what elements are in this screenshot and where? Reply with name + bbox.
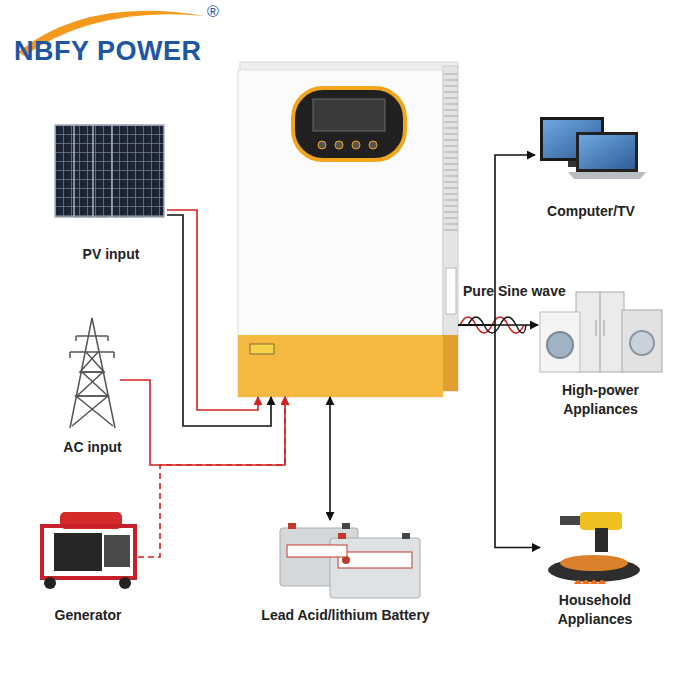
battery-terminal xyxy=(342,523,350,529)
sine-wave xyxy=(468,317,526,333)
power-connector xyxy=(330,397,331,520)
display-button xyxy=(318,141,326,149)
inverter-band-side xyxy=(443,335,458,391)
sine-wave xyxy=(460,317,524,333)
drill-body xyxy=(580,512,622,530)
inverter-band xyxy=(238,335,443,397)
node-caption: PV input xyxy=(51,245,171,264)
wire-line xyxy=(458,155,535,325)
laptop-screen xyxy=(579,135,635,169)
generator-node: Generator xyxy=(38,512,138,587)
display-button xyxy=(352,141,360,149)
tv-stand xyxy=(568,161,576,167)
solar-panel-illustration xyxy=(55,125,164,217)
fridge xyxy=(576,292,624,372)
pan-food xyxy=(560,555,628,571)
stove-flame xyxy=(574,580,606,584)
display-button xyxy=(335,141,343,149)
fridge-doors xyxy=(596,292,604,372)
power-connector xyxy=(458,325,540,548)
wire-line xyxy=(120,380,285,465)
appliance-illustration xyxy=(540,292,662,372)
battery-terminal xyxy=(338,533,346,539)
washer xyxy=(540,312,580,372)
power-connector xyxy=(458,325,538,326)
node-caption: Generator xyxy=(28,606,148,625)
pylon-leg xyxy=(70,318,115,428)
battery-terminal xyxy=(288,523,296,529)
computer-tv-illustration xyxy=(540,117,646,179)
node-caption: Computer/TV xyxy=(526,202,656,221)
dryer-drum xyxy=(630,331,654,355)
laptop-lid xyxy=(576,132,638,172)
node-caption: Household Appliances xyxy=(540,591,650,629)
household-node: Household Appliances xyxy=(540,510,650,585)
drill-handle xyxy=(595,528,608,552)
battery-terminal xyxy=(402,533,410,539)
wire-line xyxy=(167,210,258,410)
side-sticker xyxy=(446,268,456,314)
node-caption: High-power Appliances xyxy=(546,381,656,419)
generator-wheel xyxy=(119,577,131,589)
node-caption: Lead Acid/lithium Battery xyxy=(236,606,456,625)
power-connector xyxy=(120,380,285,465)
warning-sticker xyxy=(250,344,274,354)
generator-panel xyxy=(104,535,130,567)
generator-engine xyxy=(54,533,102,571)
edge-label: Pure Sine wave xyxy=(463,283,566,299)
brand-title: NBFY POWER xyxy=(14,36,202,67)
lcd-screen xyxy=(313,99,385,131)
generator-illustration xyxy=(42,512,135,589)
inverter-front xyxy=(238,70,443,397)
pylon-arm xyxy=(70,336,114,396)
solar-panel xyxy=(112,125,164,217)
generator-wheel xyxy=(44,577,56,589)
wire-line xyxy=(329,397,331,520)
inverter-side xyxy=(443,66,458,391)
laptop-base xyxy=(568,172,646,179)
battery-sticker xyxy=(287,545,347,557)
pylon-illustration xyxy=(70,318,115,428)
pv-input-node: PV input xyxy=(55,125,167,220)
battery-node: Lead Acid/lithium Battery xyxy=(268,520,423,600)
ac-input-node: AC input xyxy=(65,318,120,428)
heatsink-fins xyxy=(444,74,458,230)
power-connector xyxy=(458,155,535,325)
washer-drum xyxy=(547,332,573,358)
display-button xyxy=(369,141,377,149)
power-connector xyxy=(138,397,285,557)
computer-tv-node: Computer/TV xyxy=(535,115,647,195)
node-caption: AC input xyxy=(43,438,143,457)
pylon-insulator xyxy=(70,336,114,358)
wire-line xyxy=(167,215,271,426)
display-bezel xyxy=(293,88,405,160)
drill-chuck xyxy=(560,516,580,525)
wire-line xyxy=(458,324,538,326)
power-connector xyxy=(167,210,271,426)
high-power-node: High-power Appliances xyxy=(538,292,663,372)
dryer xyxy=(622,310,662,372)
inverter-node xyxy=(238,62,458,397)
registered-mark: ® xyxy=(207,3,219,21)
household-illustration xyxy=(548,512,640,584)
generator-frame xyxy=(42,526,135,578)
pylon-brace xyxy=(72,352,113,426)
inverter-illustration xyxy=(238,62,458,397)
wire-line xyxy=(458,325,540,548)
battery-illustration xyxy=(280,523,420,598)
battery-sticker xyxy=(338,552,412,568)
wire-line xyxy=(138,397,285,557)
